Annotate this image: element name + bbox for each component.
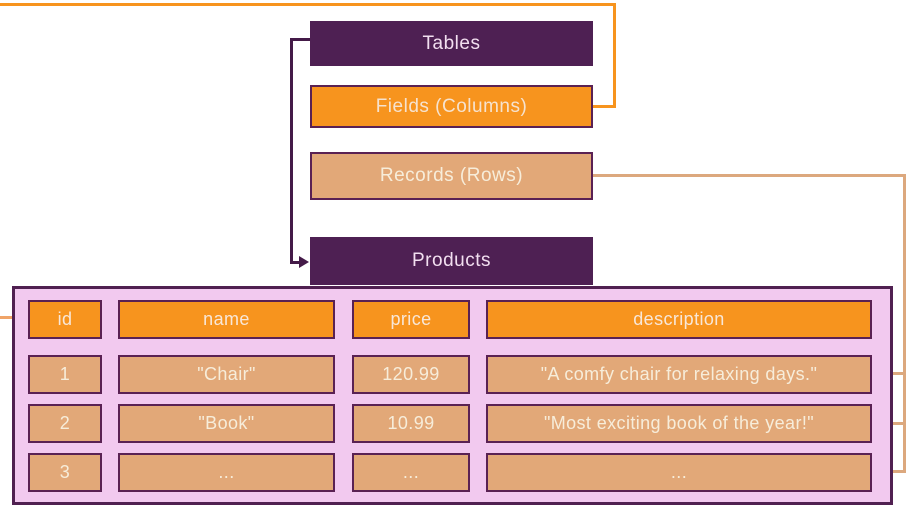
cell-value: ... xyxy=(670,462,688,482)
cell-value: "Chair" xyxy=(197,364,256,384)
row1-cell-name: "Chair" xyxy=(118,355,335,394)
row3-cell-name: ... xyxy=(118,453,335,492)
cell-value: 10.99 xyxy=(387,413,435,433)
cell-value: ... xyxy=(402,462,420,482)
header-label: description xyxy=(633,309,725,329)
tables-box-label: Tables xyxy=(422,32,481,54)
records-row3-stub-line xyxy=(885,470,903,473)
header-label: id xyxy=(57,309,73,329)
fields-connector-top-line xyxy=(0,3,616,6)
row2-cell-name: "Book" xyxy=(118,404,335,443)
row2-cell-description: "Most exciting book of the year!" xyxy=(486,404,872,443)
cell-value: "Book" xyxy=(198,413,255,433)
cell-value: ... xyxy=(218,462,235,482)
row1-cell-description: "A comfy chair for relaxing days." xyxy=(486,355,872,394)
header-label: name xyxy=(203,309,250,329)
fields-box: Fields (Columns) xyxy=(310,85,593,128)
cell-value: 3 xyxy=(59,462,71,482)
row3-cell-price: ... xyxy=(352,453,470,492)
cell-value: "Most exciting book of the year!" xyxy=(543,413,815,433)
header-cell-id: id xyxy=(28,300,102,339)
row2-cell-id: 2 xyxy=(28,404,102,443)
products-box: Products xyxy=(310,237,593,285)
tables-connector-vertical-line xyxy=(290,38,293,264)
tables-connector-stub-line xyxy=(290,38,310,41)
header-label: price xyxy=(390,309,432,329)
row3-cell-id: 3 xyxy=(28,453,102,492)
row3-cell-description: ... xyxy=(486,453,872,492)
cell-value: 1 xyxy=(59,364,71,384)
records-row2-stub-line xyxy=(885,422,903,425)
records-connector-top-line xyxy=(593,174,906,177)
records-box-label: Records (Rows) xyxy=(379,165,524,186)
header-cell-name: name xyxy=(118,300,335,339)
fields-box-label: Fields (Columns) xyxy=(375,95,528,117)
fields-to-id-line xyxy=(0,316,22,319)
row1-cell-id: 1 xyxy=(28,355,102,394)
tables-box: Tables xyxy=(310,21,593,66)
records-row1-stub-line xyxy=(885,372,903,375)
row2-cell-price: 10.99 xyxy=(352,404,470,443)
fields-connector-stub-line xyxy=(593,105,616,108)
tables-to-products-arrow-icon xyxy=(299,256,309,268)
tables-to-products-line xyxy=(290,261,299,264)
products-table: id name price description 1 "Chair" 120.… xyxy=(12,286,893,505)
header-cell-description: description xyxy=(486,300,872,339)
cell-value: 2 xyxy=(59,413,71,433)
cell-value: 120.99 xyxy=(382,364,440,384)
records-box: Records (Rows) xyxy=(310,152,593,200)
fields-connector-right-line xyxy=(613,3,616,108)
header-cell-price: price xyxy=(352,300,470,339)
records-connector-vertical-line xyxy=(903,174,906,473)
row1-cell-price: 120.99 xyxy=(352,355,470,394)
cell-value: "A comfy chair for relaxing days." xyxy=(540,364,818,384)
products-box-label: Products xyxy=(412,250,491,271)
